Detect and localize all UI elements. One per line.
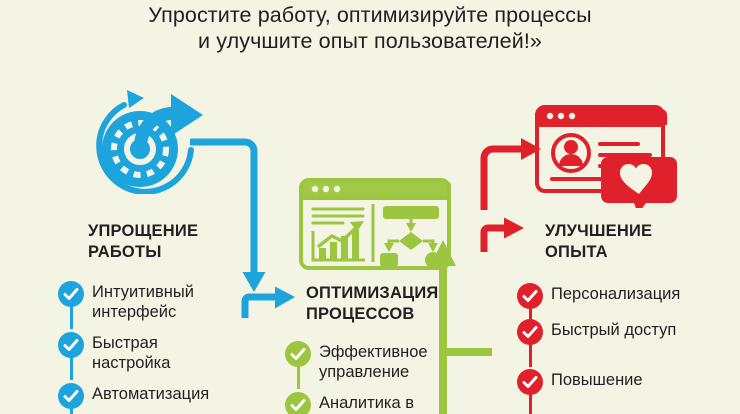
pin-stem	[69, 356, 73, 380]
bullet-list-experience: Персонализация Быстрый доступ Повышение	[517, 283, 737, 414]
list-item-label: Эффективное управление	[319, 341, 428, 382]
label-line-2: настройка	[92, 353, 171, 372]
check-circle-icon	[58, 281, 84, 329]
red-elbow-right-arrow-bottom-icon	[480, 217, 524, 252]
heading-line-1: УЛУЧШЕНИЕ	[545, 222, 653, 240]
pin-stem	[528, 393, 532, 414]
check-circle-icon	[517, 369, 543, 414]
column-heading-simplify: УПРОЩЕНИЕ РАБОТЫ	[88, 221, 278, 263]
list-item: Аналитика в	[285, 392, 485, 414]
list-item: Интуитивный интерфейс	[58, 281, 273, 329]
gear-refresh-arrow-icon	[83, 88, 209, 195]
check-circle-icon	[285, 341, 311, 389]
pin-stem	[528, 343, 532, 367]
check-circle-icon	[517, 319, 543, 367]
list-item-label: Повышение	[551, 371, 643, 389]
check-circle-icon	[517, 283, 543, 331]
list-item-label: Автоматизация	[92, 385, 210, 403]
list-item: Персонализация	[517, 283, 737, 331]
heading-line-1: ОПТИМИЗАЦИЯ	[306, 284, 439, 302]
list-item: Быстрый доступ	[517, 319, 737, 367]
pin-stem	[296, 365, 300, 389]
column-heading-optimize: ОПТИМИЗАЦИЯ ПРОЦЕССОВ	[306, 283, 506, 325]
check-circle-icon	[58, 383, 84, 414]
label-line-2: интерфейс	[92, 302, 177, 321]
list-item-label: Персонализация	[551, 285, 681, 303]
red-elbow-right-arrow-top-icon	[480, 138, 541, 210]
heading-line-2: ОПЫТА	[545, 243, 608, 261]
list-item-label: Интуитивный интерфейс	[92, 281, 194, 322]
heading-line-2: ПРОЦЕССОВ	[306, 305, 415, 323]
list-item-label: Быстрый доступ	[551, 321, 677, 339]
label-line-1: Быстрая	[92, 334, 158, 352]
heading-line-2: РАБОТЫ	[88, 243, 162, 261]
bullet-list-simplify: Интуитивный интерфейс Быстрая настройка …	[58, 281, 273, 414]
list-item: Эффективное управление	[285, 341, 485, 389]
bullet-list-optimize: Эффективное управление Аналитика в	[285, 341, 485, 414]
page-title: Упростите работу, оптимизируйте процессы…	[0, 2, 740, 54]
pin-stem	[69, 407, 73, 414]
list-item: Автоматизация	[58, 383, 273, 414]
list-item-label: Быстрая настройка	[92, 332, 170, 373]
pin-disc	[285, 392, 311, 414]
list-item: Быстрая настройка	[58, 332, 273, 380]
pin-stem	[69, 305, 73, 329]
check-circle-icon	[58, 332, 84, 380]
user-profile-heart-icon	[534, 104, 684, 214]
check-circle-icon	[285, 392, 311, 414]
heading-line-1: УПРОЩЕНИЕ	[88, 222, 199, 240]
list-item: Повышение	[517, 369, 737, 414]
headline-line-2: и улучшите опыт пользователей!»	[198, 29, 542, 53]
column-heading-experience: УЛУЧШЕНИЕ ОПЫТА	[545, 221, 740, 263]
label-line-2: управление	[319, 362, 410, 381]
list-item-label: Аналитика в	[319, 394, 415, 412]
label-line-1: Интуитивный	[92, 283, 194, 301]
dashboard-flowchart-window-icon	[298, 178, 453, 270]
headline-line-1: Упростите работу, оптимизируйте процессы	[148, 3, 592, 27]
label-line-1: Эффективное	[319, 343, 428, 361]
